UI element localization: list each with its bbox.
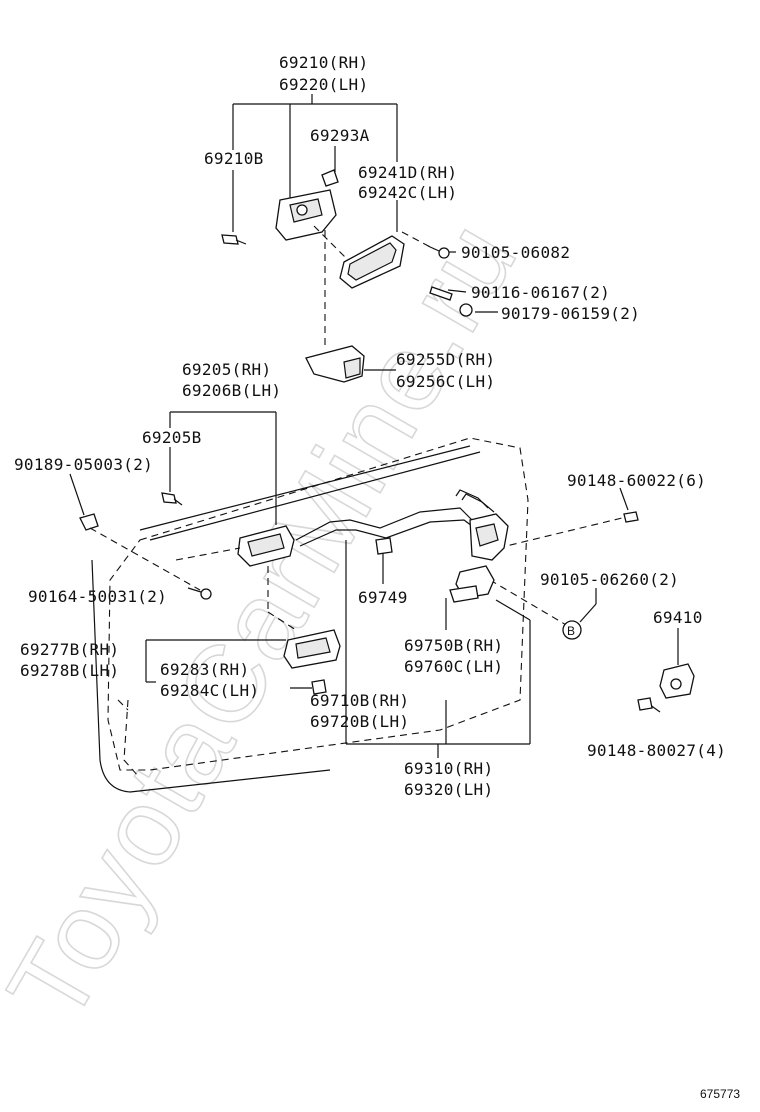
clip-69749 bbox=[375, 537, 393, 555]
label-90105-06260: 90105-06260(2) bbox=[540, 570, 679, 589]
dashed-connectors-middle bbox=[89, 517, 623, 711]
label-90105-06082: 90105-06082 bbox=[461, 243, 570, 262]
cover-69255d bbox=[305, 345, 396, 383]
label-69242c: 69242C(LH) bbox=[358, 183, 457, 202]
inside-handle-assembly bbox=[275, 169, 339, 241]
screw-90148-80027 bbox=[637, 697, 653, 711]
label-69749: 69749 bbox=[358, 588, 408, 607]
leader-lines-top bbox=[232, 94, 498, 313]
label-69256c: 69256C(LH) bbox=[396, 372, 495, 391]
label-69206b: 69206B(LH) bbox=[182, 381, 281, 400]
label-69283: 69283(RH) bbox=[160, 660, 249, 679]
callout-b: B bbox=[562, 620, 582, 640]
screw-90148-60022 bbox=[623, 511, 639, 523]
label-69255d: 69255D(RH) bbox=[396, 350, 495, 369]
label-69205: 69205(RH) bbox=[182, 360, 271, 379]
label-69293a: 69293A bbox=[310, 126, 370, 145]
label-69210: 69210(RH) bbox=[279, 53, 368, 72]
label-69277b: 69277B(RH) bbox=[20, 640, 119, 659]
label-69310: 69310(RH) bbox=[404, 759, 493, 778]
label-69710b: 69710B(RH) bbox=[310, 691, 409, 710]
label-90189-05003: 90189-05003(2) bbox=[14, 455, 153, 474]
watermark: ToyotaCarMine.ru bbox=[0, 201, 541, 1042]
label-69720b: 69720B(LH) bbox=[310, 712, 409, 731]
clip-90189 bbox=[79, 513, 99, 531]
label-69760c: 69760C(LH) bbox=[404, 657, 503, 676]
label-69210b: 69210B bbox=[204, 149, 264, 168]
screw-90164 bbox=[187, 587, 212, 600]
door-lock-69310 bbox=[449, 513, 509, 603]
label-69205b: 69205B bbox=[142, 428, 202, 447]
screw-69210b bbox=[221, 234, 247, 245]
label-90116-06167: 90116-06167(2) bbox=[471, 283, 610, 302]
label-69220: 69220(LH) bbox=[279, 75, 368, 94]
label-69320: 69320(LH) bbox=[404, 780, 493, 799]
diagram-id: 675773 bbox=[700, 1087, 740, 1101]
label-90164-50031: 90164-50031(2) bbox=[28, 587, 167, 606]
door-trim-outline bbox=[91, 437, 529, 793]
label-69278b: 69278B(LH) bbox=[20, 661, 119, 680]
label-69284c: 69284C(LH) bbox=[160, 681, 259, 700]
inside-handle-69205 bbox=[237, 525, 295, 567]
label-69750b: 69750B(RH) bbox=[404, 636, 503, 655]
pad-69283 bbox=[311, 679, 327, 695]
screw-69205b bbox=[161, 492, 183, 506]
callout-b-text: B bbox=[567, 624, 575, 638]
label-69241d: 69241D(RH) bbox=[358, 163, 457, 182]
label-90179-06159: 90179-06159(2) bbox=[501, 304, 640, 323]
dashed-connectors-top bbox=[313, 225, 435, 350]
fasteners-top bbox=[427, 245, 473, 317]
label-90148-60022: 90148-60022(6) bbox=[567, 471, 706, 490]
leader-lines-bottom bbox=[145, 540, 531, 758]
striker-69410 bbox=[659, 663, 695, 699]
label-90148-80027: 90148-80027(4) bbox=[587, 741, 726, 760]
bezel-69277b bbox=[283, 629, 341, 669]
bezel-69241d bbox=[339, 235, 405, 289]
label-69410: 69410 bbox=[653, 608, 703, 627]
